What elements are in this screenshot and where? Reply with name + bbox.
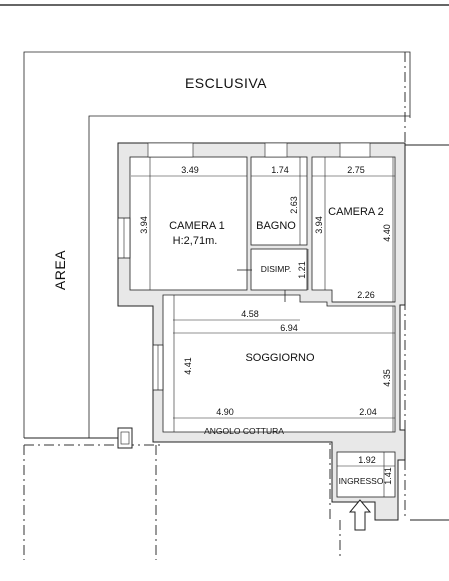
- label-disimp: DISIMP.: [261, 264, 292, 274]
- dim-bagno-width: 1.74: [271, 165, 289, 175]
- inner-area-boundary: [88, 115, 410, 438]
- camera1-floor: [129, 156, 248, 291]
- dim-soggiorno-bottom-b: 2.04: [359, 407, 377, 417]
- dim-camera2-width: 2.75: [347, 165, 365, 175]
- label-soggiorno: SOGGIORNO: [245, 352, 315, 364]
- outer-area-boundary: [23, 51, 411, 438]
- label-camera1: CAMERA 1: [169, 220, 225, 232]
- dim-soggiorno-depth-right: 4.35: [382, 369, 392, 387]
- label-camera1-height: H:2,71m.: [173, 235, 218, 247]
- dim-soggiorno-b: 6.94: [280, 323, 298, 333]
- dim-soggiorno-a: 4.58: [241, 309, 259, 319]
- dim-camera2-lower: 2.26: [357, 290, 375, 300]
- label-ingresso: INGRESSO: [339, 476, 384, 486]
- entrance-arrow-icon: [348, 499, 372, 531]
- dim-bagno-depth: 2.63: [289, 196, 299, 214]
- window-camera2: [339, 142, 371, 158]
- label-angolo-cottura: ANGOLO COTTURA: [204, 426, 284, 436]
- dim-camera2-depth-right: 4.40: [382, 224, 392, 242]
- dim-camera2-depth-left: 3.94: [314, 216, 324, 234]
- label-bagno: BAGNO: [256, 220, 296, 232]
- window-camera1-top: [147, 142, 194, 158]
- bagno-floor: [250, 156, 308, 246]
- label-area: AREA: [52, 250, 68, 290]
- dim-soggiorno-depth-left: 4.41: [183, 357, 193, 375]
- dim-disimp-depth: 1.21: [297, 261, 307, 279]
- ingresso-floor: [336, 451, 396, 498]
- label-camera2: CAMERA 2: [328, 206, 384, 218]
- label-esclusiva: ESCLUSIVA: [185, 75, 267, 91]
- lower-boundary-dashed: [24, 439, 331, 520]
- dim-ingresso-depth: 1.41: [383, 467, 393, 485]
- dim-camera1-width: 3.49: [181, 165, 199, 175]
- dim-ingresso-width: 1.92: [358, 455, 376, 465]
- dim-camera1-depth: 3.94: [139, 216, 149, 234]
- soggiorno-floor: [162, 294, 396, 433]
- disimp-floor: [250, 248, 308, 291]
- dim-soggiorno-bottom-a: 4.90: [216, 407, 234, 417]
- column-block-inner: [120, 431, 130, 445]
- window-bagno: [264, 142, 288, 158]
